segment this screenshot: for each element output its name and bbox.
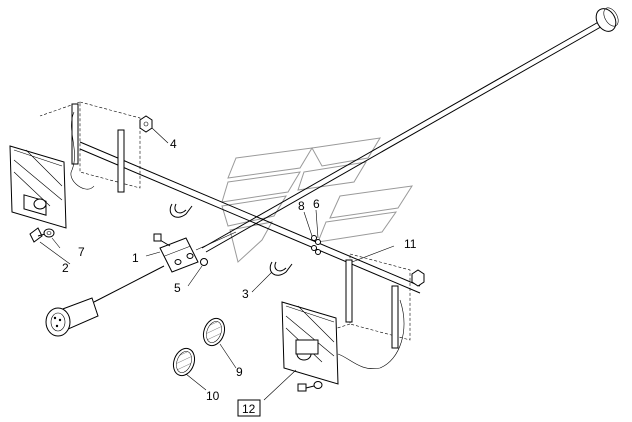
nut-right: [411, 269, 425, 287]
bolt-12: [297, 381, 323, 392]
callout-5: 5: [174, 281, 181, 295]
left-lamp-assembly: [9, 101, 141, 229]
u-bolt-upper: [169, 203, 193, 218]
callout-4: 4: [170, 137, 177, 151]
callout-12-box: 12: [237, 399, 261, 417]
callout-6: 6: [313, 197, 320, 211]
reflector-9: [202, 317, 226, 347]
callout-2: 2: [62, 261, 69, 275]
callout-9: 9: [236, 365, 243, 379]
u-bolt-lower: [269, 261, 293, 276]
trailer-plug: [45, 297, 99, 337]
marker-rod: [201, 19, 607, 253]
washer-7: [43, 228, 55, 238]
harness-cable: [93, 231, 237, 303]
nut-4: [139, 115, 153, 133]
callout-8: 8: [298, 199, 305, 213]
marker-lamp-cap: [595, 7, 619, 32]
nut-5: [200, 258, 208, 266]
callout-1: 1: [132, 251, 139, 265]
reflector-10: [172, 347, 196, 377]
cross-bar: [79, 141, 421, 294]
junction-box: [159, 237, 199, 273]
callout-10: 10: [206, 389, 220, 403]
callout-12: 12: [242, 402, 256, 416]
callout-11: 11: [404, 237, 417, 251]
washer-6-8: [311, 235, 321, 255]
right-lamp-assembly: [281, 253, 411, 385]
callout-3: 3: [242, 287, 249, 301]
leader-lines: [39, 127, 395, 401]
screw-1: [153, 233, 171, 247]
callout-7: 7: [78, 245, 85, 259]
